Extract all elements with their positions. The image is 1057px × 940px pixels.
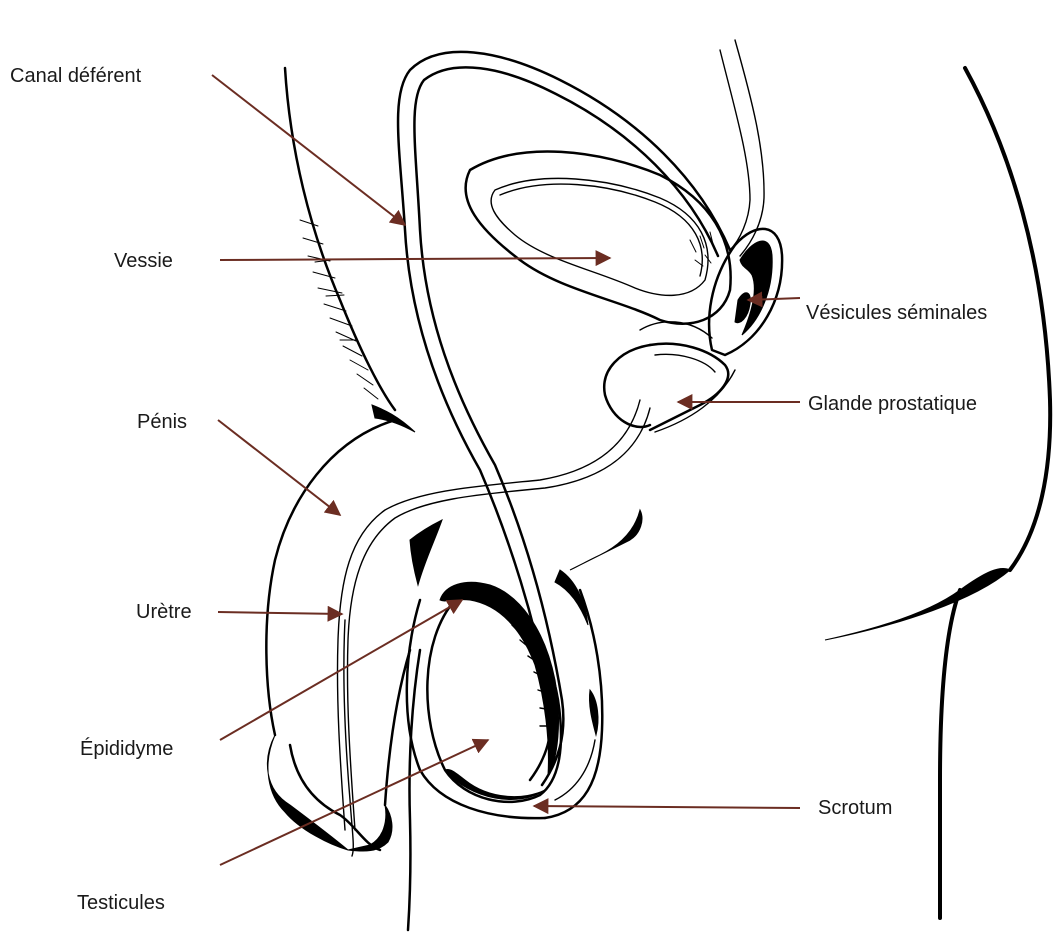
label-scrotum: Scrotum: [818, 798, 892, 818]
arrow-testicules: [220, 740, 488, 865]
body-outline: [825, 68, 1050, 918]
label-glande-prostatique: Glande prostatique: [808, 394, 977, 414]
label-epididyme: Épididyme: [80, 739, 173, 759]
arrow-vessie: [220, 258, 610, 260]
arrow-epididyme: [220, 600, 462, 740]
vas-deferens: [398, 52, 730, 785]
label-penis: Pénis: [137, 412, 187, 432]
bladder: [466, 151, 731, 323]
inner-thigh-line: [408, 520, 442, 930]
scrotum-outline: [407, 510, 642, 818]
label-vesicules-seminales: Vésicules séminales: [806, 303, 987, 323]
label-testicules: Testicules: [77, 893, 165, 913]
label-vessie: Vessie: [114, 251, 173, 271]
ureter: [720, 40, 764, 256]
label-canal-deferent: Canal déférent: [10, 66, 141, 86]
label-uretre: Urètre: [136, 602, 192, 622]
label-arrows: [212, 75, 800, 865]
arrow-uretre: [218, 612, 342, 614]
testicle: [427, 582, 561, 802]
arrow-canal-deferent: [212, 75, 405, 225]
prostate-gland: [604, 322, 735, 432]
abdominal-wall: [285, 68, 415, 432]
